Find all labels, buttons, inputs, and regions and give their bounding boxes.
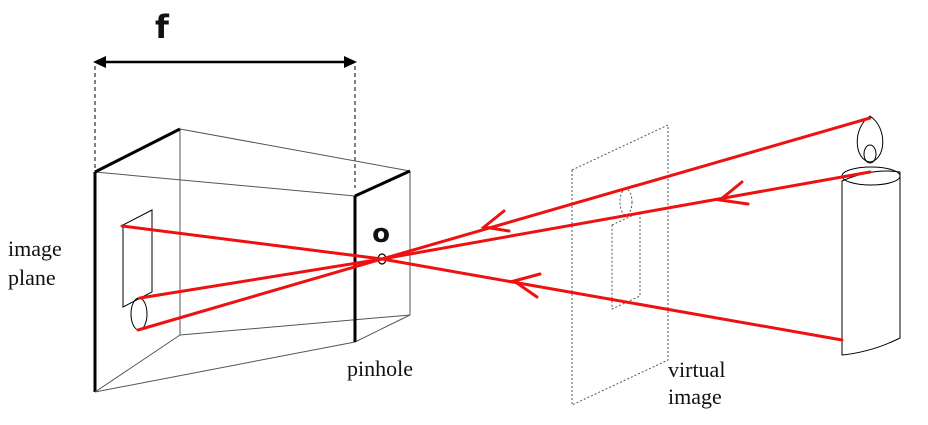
light-rays — [120, 116, 872, 342]
box-bottom-front-edge — [94, 341, 356, 393]
ray-direction-arrow-1 — [480, 209, 511, 233]
pinhole-label: pinhole — [347, 356, 413, 381]
virtual-image-label-line2: image — [668, 384, 722, 409]
ray-candle-base — [380, 257, 844, 342]
ray-image-rim — [138, 257, 384, 300]
camera-box — [93, 127, 411, 393]
ray-flame-top — [380, 116, 872, 261]
box-top-front-edge — [94, 171, 356, 197]
focal-length-label: f — [155, 8, 170, 46]
box-front-bottom-right-edge — [354, 314, 411, 343]
arrowhead-left — [93, 56, 106, 68]
focal-length-dimension — [93, 56, 357, 188]
virtual-candle-body — [611, 211, 641, 310]
arrowhead-right — [344, 56, 357, 68]
candle-flame-outer — [856, 115, 884, 163]
candle — [841, 115, 901, 356]
box-bottom-back-edge — [179, 314, 411, 336]
virtual-candle-flame — [619, 188, 633, 216]
pinhole-plane-top-edge — [354, 169, 411, 198]
image-plane-label-line1: image — [8, 236, 62, 261]
ray-candle-rim — [380, 170, 872, 261]
box-top-back-edge — [179, 128, 411, 172]
ray-image-flame-top — [136, 257, 384, 332]
virtual-image-label-line1: virtual — [668, 357, 725, 382]
ray-direction-arrow-3 — [510, 272, 542, 299]
image-plane-label-line2: plane — [8, 265, 56, 290]
virtual-image — [571, 124, 669, 406]
inverted-candle-body — [122, 209, 153, 308]
candle-flame-inner — [863, 144, 877, 164]
inverted-candle-flame — [130, 297, 148, 331]
ray-direction-arrow-2 — [716, 180, 750, 206]
ray-image-base — [120, 224, 384, 261]
candle-body — [841, 170, 901, 356]
image-plane-bottom-edge — [94, 334, 181, 393]
virtual-image-plane — [571, 124, 669, 406]
optical-center-label: o — [372, 219, 390, 249]
image-plane-top-edge — [94, 127, 181, 174]
